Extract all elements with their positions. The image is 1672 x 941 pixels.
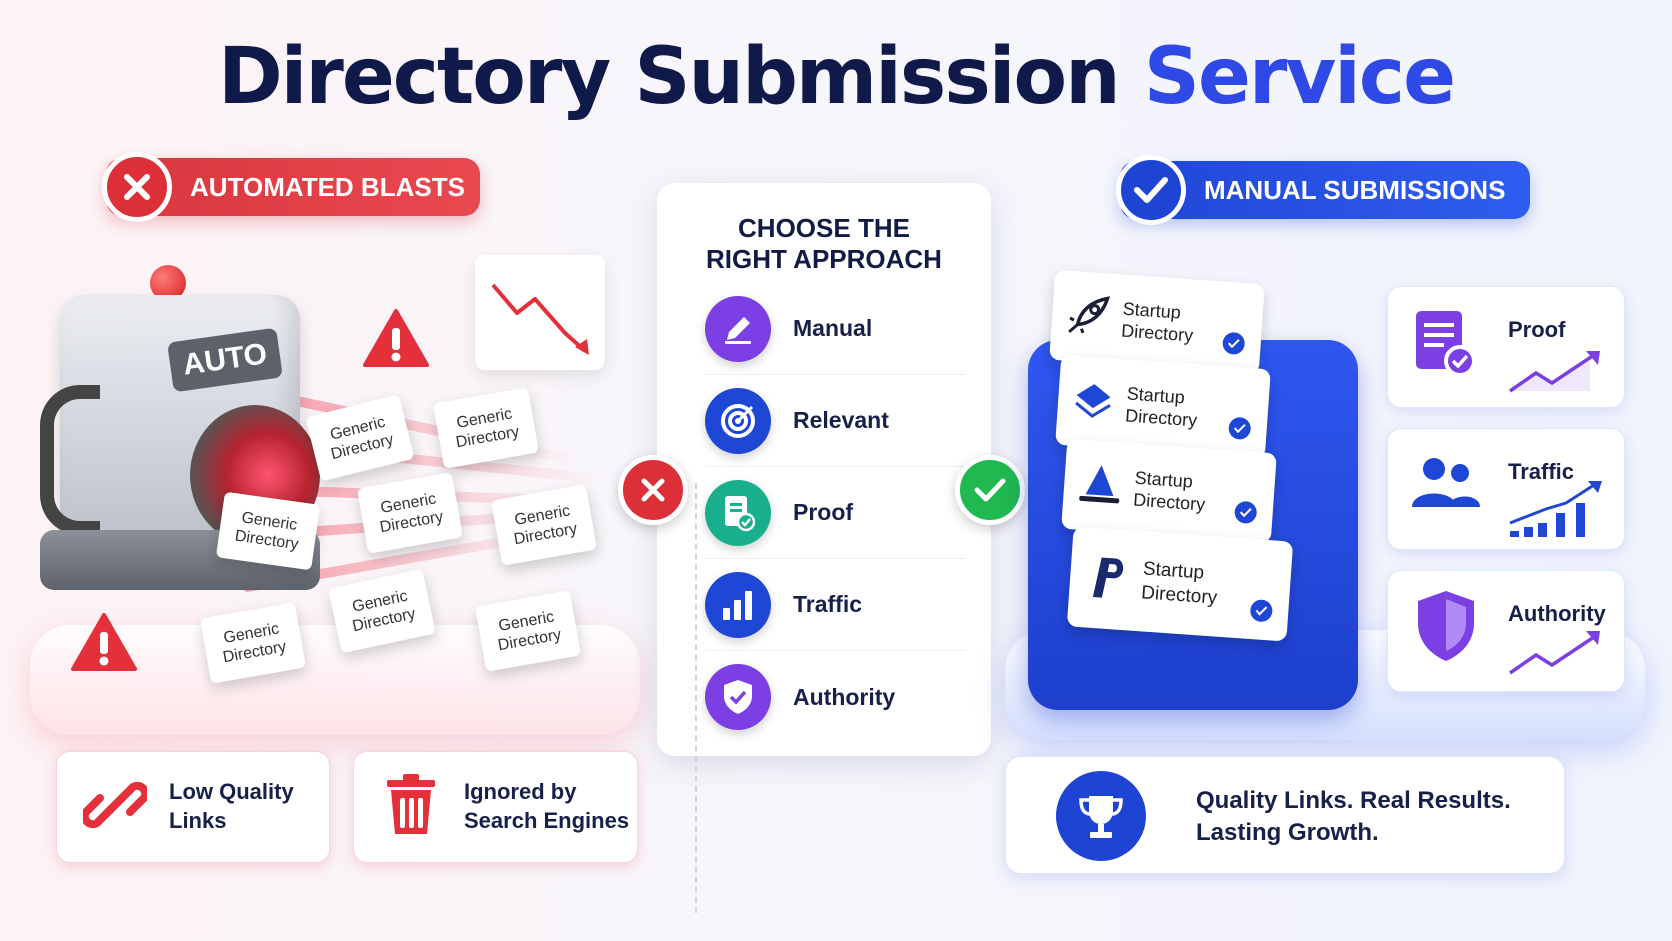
step-manual: Manual: [705, 283, 965, 375]
check-badge-icon: [1233, 500, 1258, 525]
layers-icon: [1071, 378, 1116, 426]
step-relevant: Relevant: [705, 375, 965, 467]
step-authority: Authority: [705, 651, 965, 743]
step-traffic-label: Traffic: [793, 591, 863, 617]
generic-directory-card: Generic Directory: [432, 387, 540, 469]
growth-chart-icon: [1506, 479, 1606, 546]
step-authority-label: Authority: [793, 683, 896, 710]
approach-panel: CHOOSE THE RIGHT APPROACH Manual Relevan…: [657, 183, 991, 913]
automated-blasts-pill: AUTOMATED BLASTS: [102, 152, 480, 222]
users-icon: [1410, 455, 1482, 516]
trend-up-icon: [1506, 627, 1606, 684]
rocket-icon: [1065, 291, 1112, 343]
startup-directory-card: Startup Directory: [1061, 438, 1277, 544]
manual-submissions-pill: MANUAL SUBMISSIONS: [1116, 155, 1530, 225]
startup-directory-label: Startup Directory: [1124, 382, 1198, 431]
ignored-by-search-engines-card: Ignored by Search Engines: [353, 751, 638, 863]
step-manual-label: Manual: [793, 315, 873, 341]
pencil-icon: [705, 295, 771, 362]
step-traffic: Traffic: [705, 559, 965, 651]
step-proof: Proof: [705, 467, 965, 559]
ignored-by-search-engines-label: Ignored by Search Engines: [464, 779, 630, 833]
feature-card-proof: Proof: [1387, 286, 1625, 408]
approach-title-text: CHOOSE THE RIGHT APPROACH: [706, 213, 942, 275]
step-proof-label: Proof: [793, 499, 854, 525]
feature-authority-label: Authority: [1508, 601, 1606, 626]
generic-directory-card: Generic Directory: [215, 491, 321, 571]
check-circle-icon: [1116, 155, 1186, 225]
machine-hose: [40, 385, 100, 535]
document-check-icon: [1412, 307, 1478, 384]
low-quality-links-label: Low Quality Links: [169, 779, 294, 833]
broken-link-icon: [80, 773, 150, 842]
step-relevant-label: Relevant: [793, 407, 889, 433]
startup-directory-label: Startup Directory: [1120, 298, 1194, 346]
trophy-icon: [1056, 771, 1146, 861]
startup-directory-label: Startup Directory: [1140, 558, 1218, 609]
check-badge-icon: [1227, 416, 1252, 441]
approach-title: CHOOSE THE RIGHT APPROACH: [657, 213, 991, 275]
shield-check-icon: [705, 664, 771, 730]
trash-icon: [384, 772, 438, 843]
generic-directory-card: Generic Directory: [356, 472, 464, 554]
warning-icon: [70, 612, 138, 672]
startup-directory-card: Startup Directory: [1055, 354, 1271, 460]
trend-down-icon: [491, 283, 589, 355]
check-circle-icon: [955, 455, 1025, 525]
x-circle-icon: [618, 455, 688, 525]
check-badge-icon: [1249, 598, 1274, 623]
trend-down-card: [475, 255, 605, 370]
sail-icon: [1077, 461, 1124, 511]
connector-line: [695, 483, 697, 913]
trend-up-icon: [1506, 347, 1606, 402]
feature-traffic-label: Traffic: [1508, 459, 1575, 484]
feature-card-authority: Authority: [1387, 570, 1625, 692]
startup-directory-label: Startup Directory: [1132, 467, 1206, 515]
low-quality-links-card: Low Quality Links: [56, 751, 330, 863]
x-circle-icon: [102, 152, 172, 222]
warning-icon: [362, 308, 430, 368]
check-badge-icon: [1221, 331, 1246, 356]
p-logo-icon: [1084, 550, 1132, 608]
title-main: Directory Submission: [217, 32, 1121, 122]
startup-directory-card: Startup Directory: [1066, 526, 1294, 642]
shield-icon: [1414, 587, 1478, 670]
automated-blasts-label: AUTOMATED BLASTS: [190, 171, 465, 202]
manual-submissions-label: MANUAL SUBMISSIONS: [1204, 174, 1506, 205]
quality-results-text: Quality Links. Real Results. Lasting Gro…: [1196, 787, 1511, 847]
startup-directory-card: Startup Directory: [1049, 269, 1265, 375]
page-title: Directory Submission Service: [0, 32, 1672, 122]
feature-proof-label: Proof: [1508, 317, 1566, 342]
quality-results-card: Quality Links. Real Results. Lasting Gro…: [1005, 756, 1565, 874]
feature-card-traffic: Traffic: [1387, 428, 1625, 550]
target-icon: [705, 387, 771, 454]
bar-chart-icon: [705, 571, 771, 638]
document-check-icon: [705, 479, 771, 546]
title-accent: Service: [1143, 32, 1456, 122]
